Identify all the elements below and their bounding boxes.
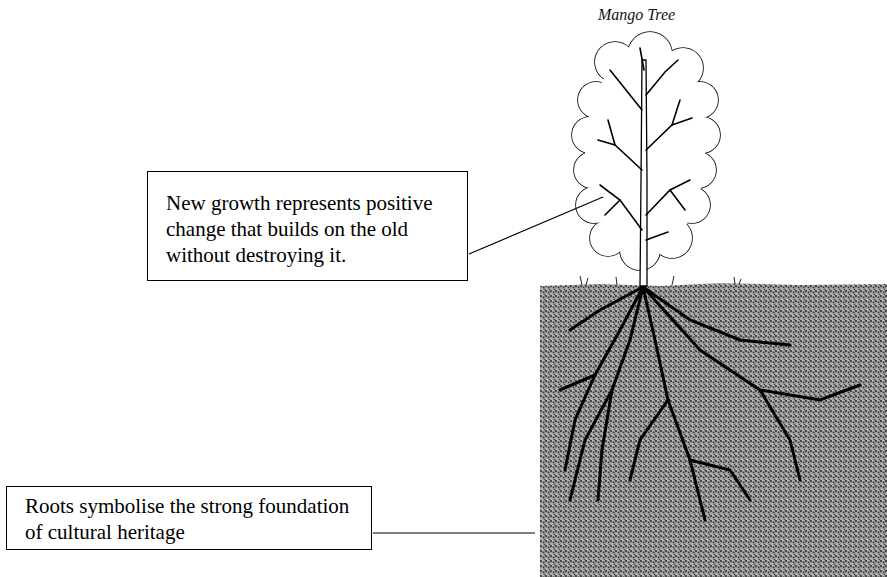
roots <box>560 287 860 520</box>
leader-line <box>469 197 603 254</box>
callout-box: Roots symbolise the strong foundation of… <box>6 486 372 550</box>
leader-line <box>373 532 535 533</box>
tree-title: Mango Tree <box>598 6 675 24</box>
grass <box>580 276 741 285</box>
callout-text: Roots symbolise the strong foundation of… <box>25 493 357 545</box>
callout-text: New growth represents positive change th… <box>166 190 453 268</box>
ground <box>540 283 887 577</box>
callout-box: New growth represents positive change th… <box>147 171 468 281</box>
branches <box>598 48 692 240</box>
